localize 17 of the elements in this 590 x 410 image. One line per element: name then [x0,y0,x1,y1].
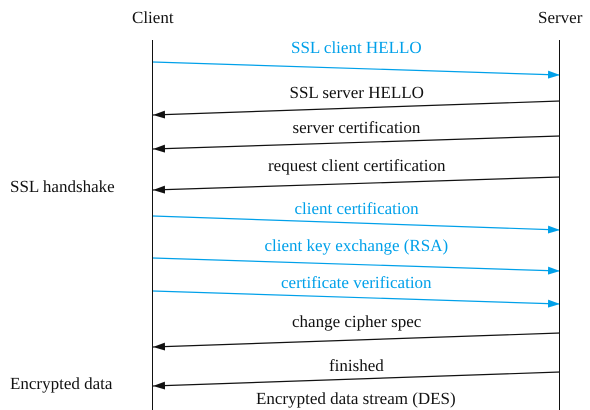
message-label: request client certification [268,156,446,176]
message-arrow [152,135,560,153]
message-arrow [152,290,560,308]
message-arrow [152,215,560,234]
message-arrow [152,61,560,79]
message-arrow [152,332,560,351]
phase-label: Encrypted data stream (DES) [256,389,456,409]
phase-label: SSL handshake [10,177,115,197]
message-arrow [152,371,560,390]
message-label: change cipher spec [292,312,422,332]
message-arrow [152,100,560,119]
phase-label: Encrypted data [10,374,112,394]
participant-label: Client [132,8,174,28]
message-arrow [152,257,560,275]
participant-label: Server [538,8,582,28]
message-label: client key exchange (RSA) [264,236,448,256]
message-arrow [152,176,560,194]
